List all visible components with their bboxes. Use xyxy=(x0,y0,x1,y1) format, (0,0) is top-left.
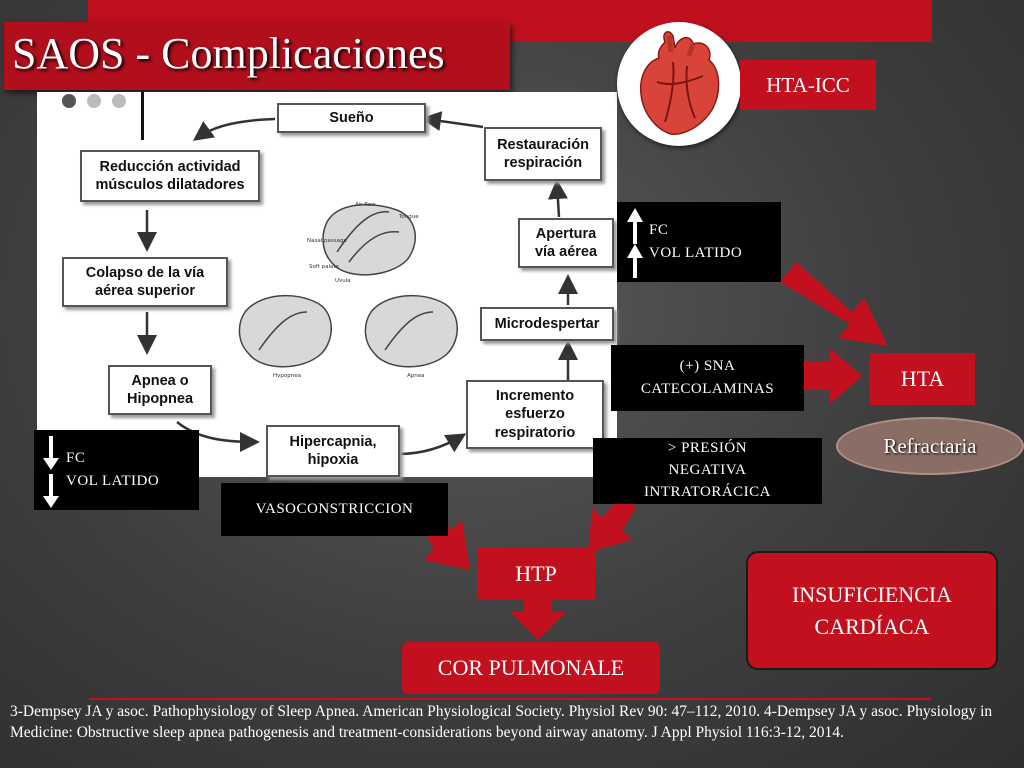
insuficiencia-box: INSUFICIENCIA CARDÍACA xyxy=(746,551,998,670)
references: 3-Dempsey JA y asoc. Pathophysiology of … xyxy=(10,703,993,741)
box-reduccion: Reducción actividad músculos dilatadores xyxy=(80,150,260,202)
presion-box: > PRESIÓN NEGATIVA INTRATORÁCICA xyxy=(593,438,822,504)
box-apnea: Apnea o Hipopnea xyxy=(108,365,212,415)
airway-label-apnea: Apnea xyxy=(407,373,425,379)
presion-label: > PRESIÓN NEGATIVA INTRATORÁCICA xyxy=(643,440,772,500)
heart-icon xyxy=(639,31,720,135)
arrow-htp-to-cor xyxy=(510,598,566,640)
slide-title: SAOS - Complicaciones xyxy=(12,29,445,78)
arrow-to-hta-from-fc xyxy=(780,262,888,346)
hta-icc-label: HTA-ICC xyxy=(766,72,850,97)
hta-label: HTA xyxy=(900,366,945,391)
title-banner: SAOS - Complicaciones xyxy=(4,22,510,90)
box-sueno: Sueño xyxy=(277,103,426,133)
sna-box: (+) SNA CATECOLAMINAS xyxy=(611,345,804,411)
arrow-up-icon xyxy=(627,208,643,278)
box-incremento: Incremento esfuerzo respiratorio xyxy=(466,380,604,449)
airway-label-airflow: Air flow xyxy=(355,202,376,208)
box-apertura: Apertura vía aérea xyxy=(518,218,614,268)
airway-label-hypopnea: Hypopnea xyxy=(273,373,301,379)
dot-icon xyxy=(62,94,76,108)
airway-label-tongue: Tongue xyxy=(398,214,419,220)
references-divider xyxy=(89,698,931,700)
fc-down-box: FC VOL LATIDO xyxy=(34,430,199,510)
vasoconstriccion-label: VASOCONSTRICCION xyxy=(255,500,414,517)
box-hipercapnia: Hipercapnia, hipoxia xyxy=(266,425,400,477)
box-sueno-label: Sueño xyxy=(329,109,374,126)
heart-image xyxy=(617,22,741,146)
box-restauracion: Restauración respiración xyxy=(484,127,602,181)
panel-divider xyxy=(141,92,144,140)
refractaria-label: Refractaria xyxy=(883,433,977,458)
box-incremento-label: Incremento esfuerzo respiratorio xyxy=(494,388,576,441)
arrow-sna-to-hta xyxy=(803,348,862,404)
htp-box: HTP xyxy=(477,548,595,600)
airway-sketch-hypopnea xyxy=(238,294,332,368)
cycle-arrows-graphic: Air flow Tongue Nasal passage Soft palat… xyxy=(137,111,578,456)
cor-pulmonale-box: COR PULMONALE xyxy=(402,642,660,694)
airway-label-nasal: Nasal passage xyxy=(307,238,347,244)
dot-icon xyxy=(87,94,101,108)
airway-label-uvula: Uvula xyxy=(335,278,351,284)
box-apertura-label: Apertura vía aérea xyxy=(534,225,598,260)
box-microdespertar-label: Microdespertar xyxy=(494,315,600,332)
refractaria-oval: Refractaria xyxy=(836,417,1024,475)
box-hipercapnia-label: Hipercapnia, hipoxia xyxy=(289,433,377,468)
arrow-down-icon xyxy=(43,436,59,508)
airway-sketch-top xyxy=(322,203,416,276)
htp-label: HTP xyxy=(515,561,557,586)
box-colapso: Colapso de la vía aérea superior xyxy=(62,257,228,307)
box-reduccion-label: Reducción actividad músculos dilatadores xyxy=(95,158,245,193)
insuficiencia-label: INSUFICIENCIA CARDÍACA xyxy=(791,581,953,639)
dot-icon xyxy=(112,94,126,108)
airway-label-softpalate: Soft palate xyxy=(309,264,340,270)
hta-icc-box: HTA-ICC xyxy=(740,60,876,110)
fc-up-box: FC VOL LATIDO xyxy=(617,202,781,282)
box-apnea-label: Apnea o Hipopnea xyxy=(126,372,194,407)
cor-pulmonale-label: COR PULMONALE xyxy=(437,655,625,680)
box-colapso-label: Colapso de la vía aérea superior xyxy=(85,264,205,299)
fc-up-label: FC VOL LATIDO xyxy=(649,221,743,261)
fc-down-label: FC VOL LATIDO xyxy=(66,449,160,489)
airway-sketch-apnea xyxy=(364,294,458,368)
sna-label: (+) SNA CATECOLAMINAS xyxy=(640,357,775,397)
box-microdespertar: Microdespertar xyxy=(480,307,614,341)
vasoconstriccion-box: VASOCONSTRICCION xyxy=(221,483,448,536)
hta-box: HTA xyxy=(870,353,975,405)
box-restauracion-label: Restauración respiración xyxy=(497,136,589,171)
